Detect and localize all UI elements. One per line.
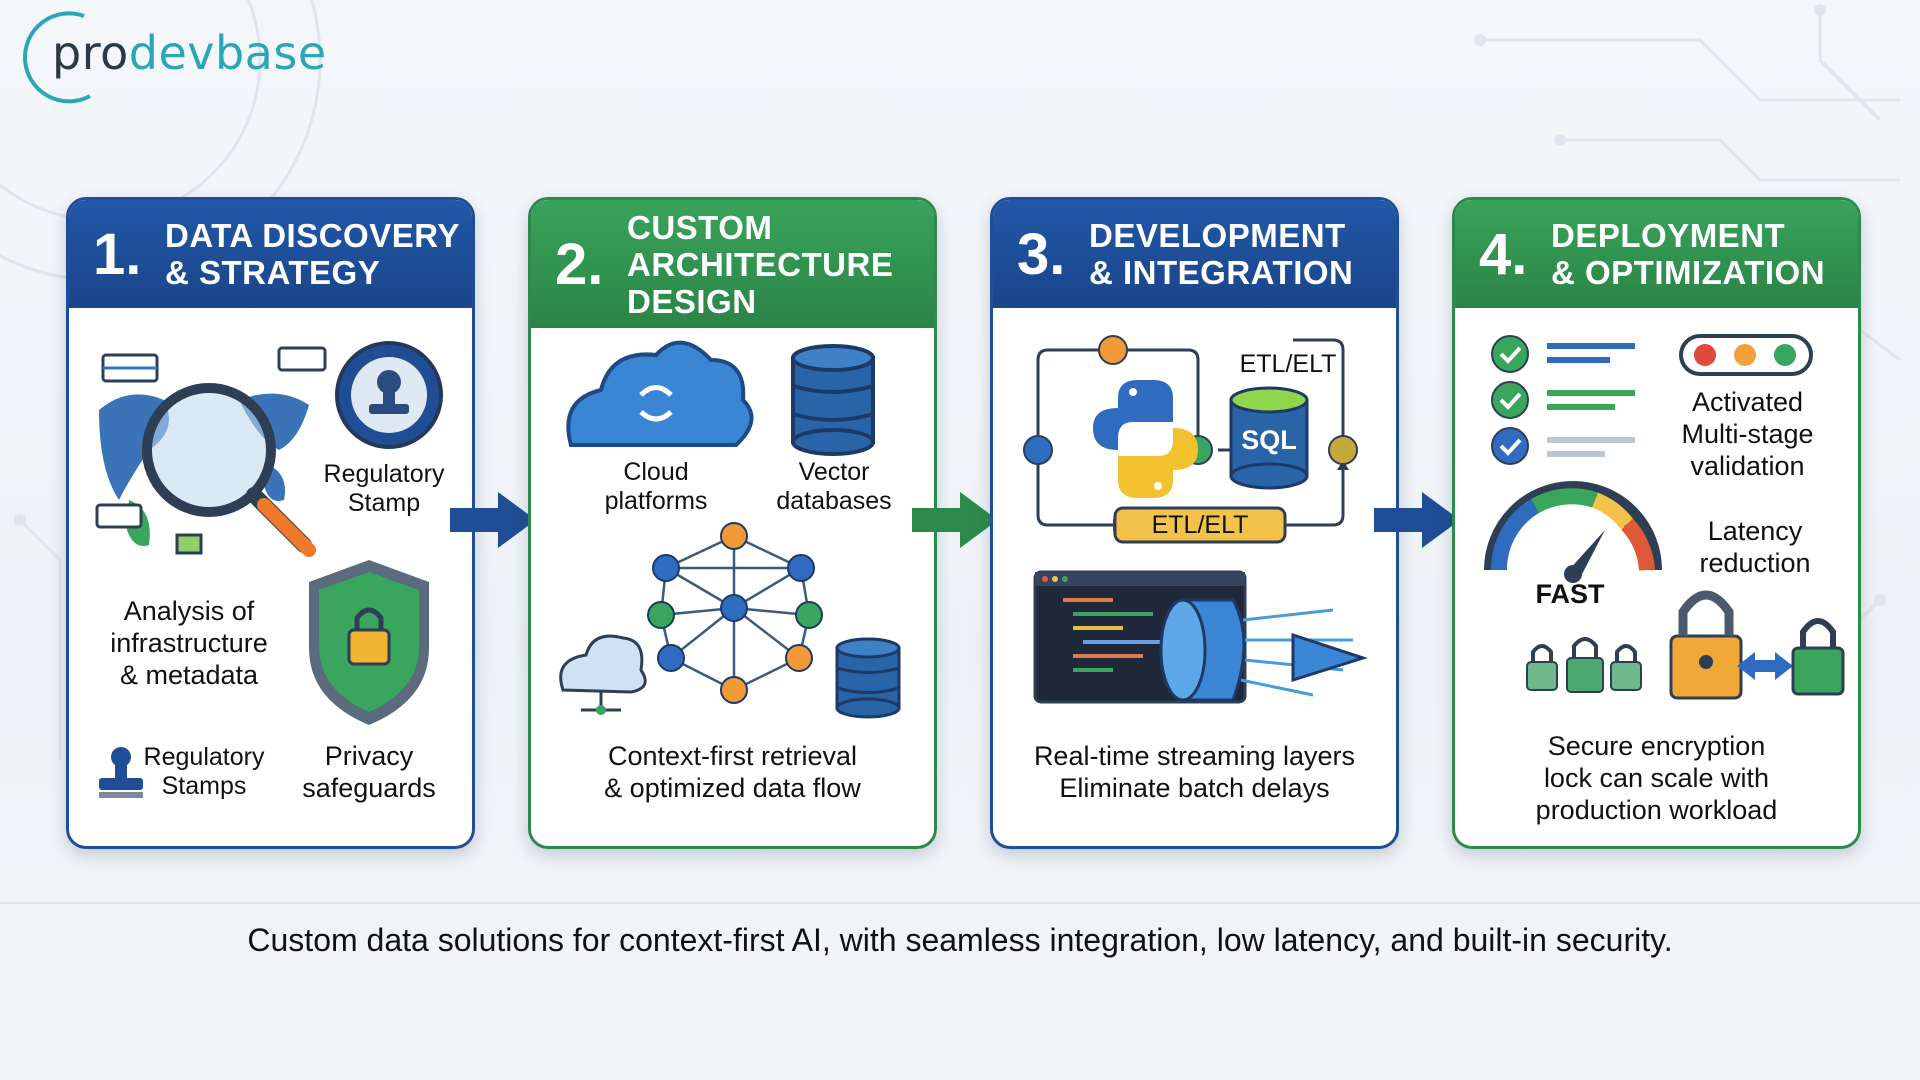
encryption-locks-icon: [1526, 590, 1845, 700]
label-sql: SQL: [1241, 425, 1297, 455]
step-number: 3.: [1017, 221, 1066, 287]
checklist-icon: [1491, 335, 1635, 465]
architecture-illustration: [559, 340, 901, 719]
database-icon: [791, 344, 875, 456]
cloud-icon: [566, 340, 754, 447]
small-database-icon: [835, 637, 901, 719]
step-card-development: 3. DEVELOPMENT& INTEGRATION: [990, 197, 1399, 849]
shield-lock-icon: [309, 560, 429, 725]
brand-logo: prodevbase: [14, 4, 326, 104]
label-fast: FAST: [1535, 579, 1605, 609]
data-stream-icon: [1159, 598, 1368, 702]
step-title: DATA DISCOVERY& STRATEGY: [165, 217, 460, 291]
step-title: DEVELOPMENT& INTEGRATION: [1089, 217, 1354, 291]
step-number: 2.: [555, 231, 604, 297]
logo-ring-icon: [23, 11, 91, 104]
flow-arrow-icon: [1374, 492, 1460, 548]
footer-divider: [0, 902, 1920, 904]
step-number: 4.: [1479, 221, 1528, 287]
python-icon: [1093, 380, 1198, 498]
logo-wordmark: prodevbase: [52, 26, 327, 80]
stamp-badge-icon: [335, 341, 443, 449]
speedometer-icon: [1484, 481, 1662, 583]
step-header: 4. DEPLOYMENT& OPTIMIZATION: [1455, 200, 1858, 308]
optimization-illustration: [1484, 334, 1845, 700]
label-etl-top: ETL/ELT: [1239, 350, 1337, 378]
label-context-first: Context-first retrieval& optimized data …: [604, 741, 861, 803]
flow-arrow-icon: [450, 492, 536, 548]
label-etl-bar: ETL/ELT: [1151, 511, 1249, 539]
integration-illustration: [1023, 335, 1368, 704]
step-card-deployment: 4. DEPLOYMENT& OPTIMIZATION: [1452, 197, 1861, 849]
small-stamp-icon: [99, 747, 143, 798]
step-number: 1.: [93, 221, 142, 287]
flow-arrow-icon: [912, 492, 998, 548]
step-header: 3. DEVELOPMENT& INTEGRATION: [993, 200, 1396, 308]
footer-caption: Custom data solutions for context-first …: [247, 922, 1673, 958]
discovery-illustration: [95, 341, 443, 798]
magnifying-glass-icon: [142, 383, 316, 557]
status-lights-icon: [1679, 334, 1813, 376]
small-cloud-icon: [559, 634, 647, 715]
step-header: 1. DATA DISCOVERY& STRATEGY: [69, 200, 472, 308]
sql-database-icon: [1229, 386, 1309, 490]
step-card-discovery: 1. DATA DISCOVERY& STRATEGY: [66, 197, 475, 849]
step-title: DEPLOYMENT& OPTIMIZATION: [1551, 217, 1826, 291]
etl-pipeline-bar: [1113, 506, 1287, 544]
